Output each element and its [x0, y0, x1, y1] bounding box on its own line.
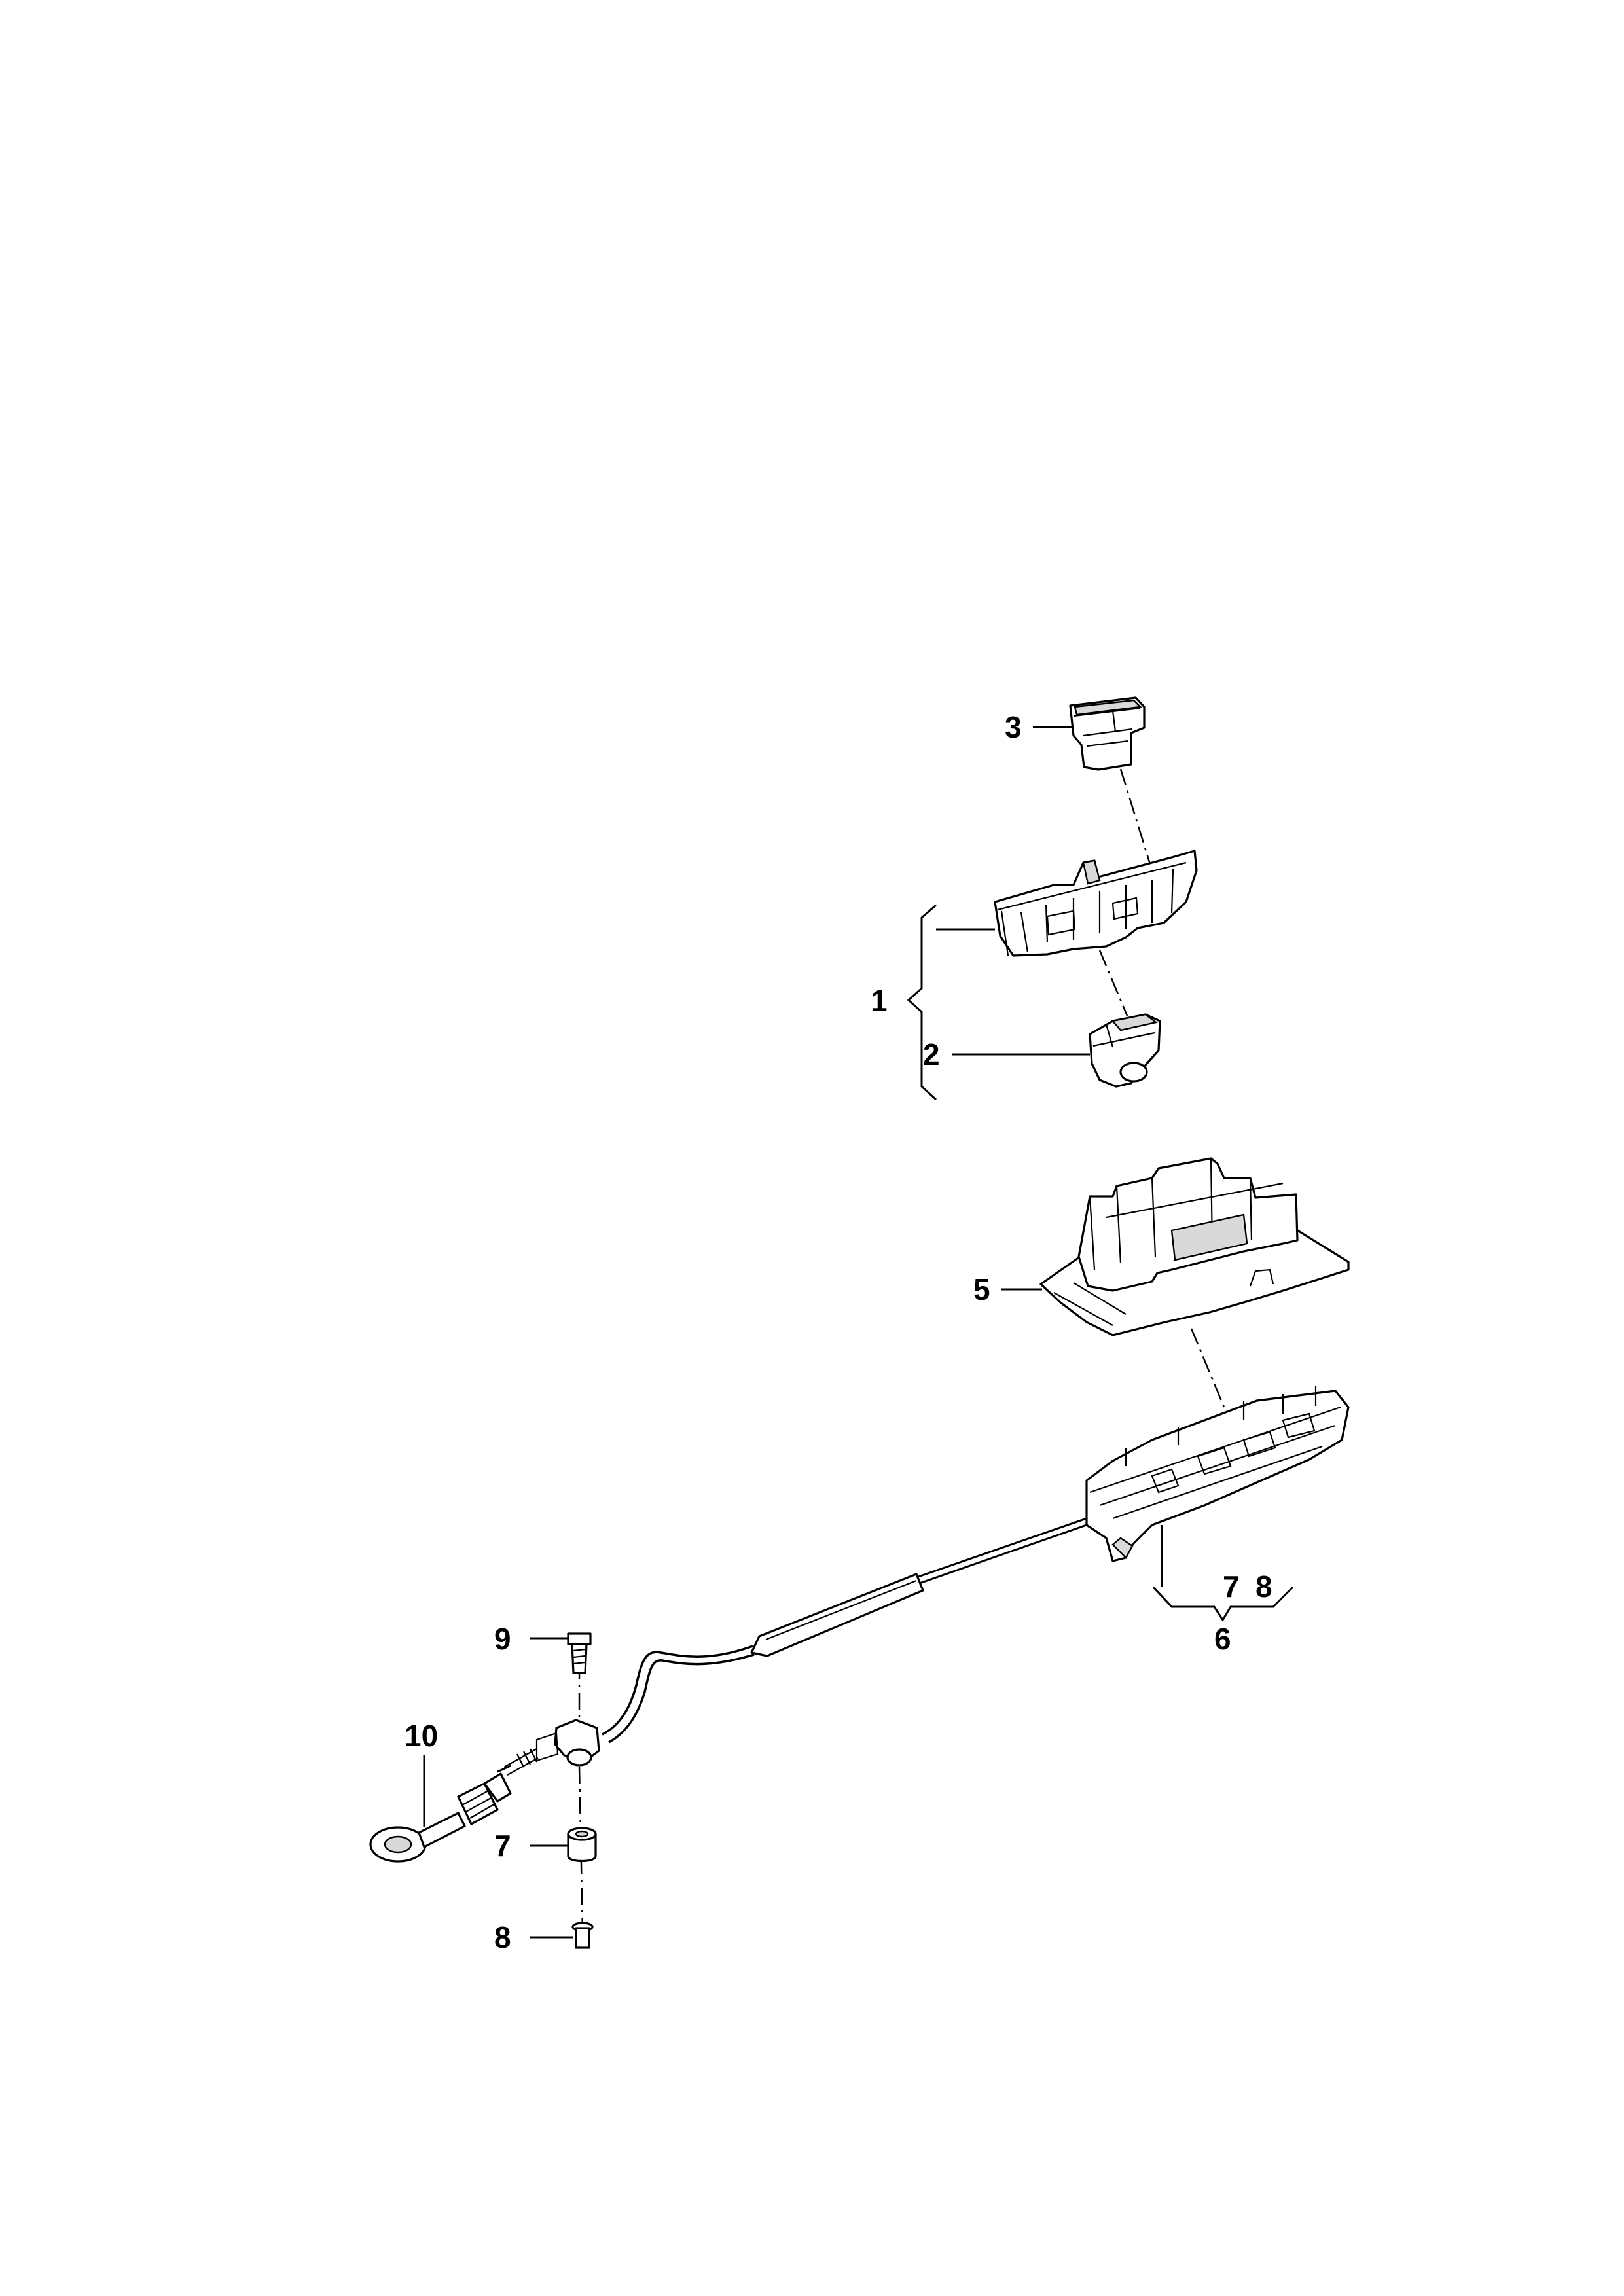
axis-line-1-2: [1098, 950, 1128, 1016]
part-6-shift-mechanism: [1085, 1386, 1350, 1562]
callout-3: 3: [1005, 710, 1022, 744]
shift-cable: [497, 1517, 1087, 1776]
bracket-6: [1152, 1586, 1294, 1622]
part-7-bushing: [567, 1827, 597, 1863]
callout-1: 1: [871, 984, 888, 1018]
part-10-cable-end-eye: [369, 1772, 512, 1863]
part-8-clip: [571, 1922, 594, 1949]
callout-7-group: 7: [1223, 1570, 1240, 1604]
part-9-bolt: [567, 1632, 592, 1674]
bracket-1-2: [907, 904, 937, 1101]
part-1-selector-housing: [994, 850, 1198, 957]
part-2-knob-insert: [1089, 1013, 1161, 1088]
axis-line-3-1: [1119, 768, 1153, 871]
callout-7: 7: [494, 1829, 511, 1863]
part-5-cover-frame: [1039, 1157, 1350, 1336]
part-3-switch: [1069, 696, 1146, 771]
axis-line-5-6: [1190, 1328, 1225, 1408]
axis-line-9-7-8: [578, 1662, 584, 1931]
callout-6: 6: [1214, 1622, 1231, 1656]
callout-8-group: 8: [1255, 1570, 1272, 1604]
callout-2: 2: [923, 1037, 940, 1071]
callout-8: 8: [494, 1920, 511, 1954]
callout-5: 5: [973, 1272, 990, 1306]
callout-10: 10: [405, 1719, 438, 1753]
callout-9: 9: [494, 1622, 511, 1656]
